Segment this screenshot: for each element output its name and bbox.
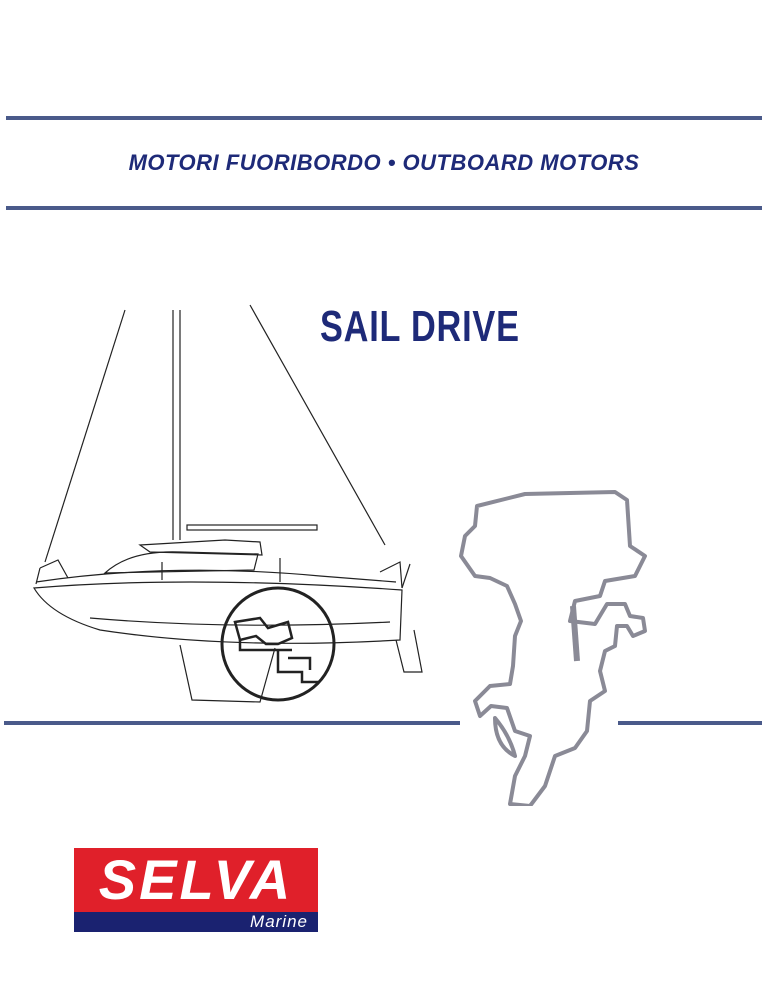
- outboard-motor-illustration: [459, 490, 647, 806]
- selva-marine-logo: SELVA Marine: [74, 848, 318, 932]
- page-title: SAIL DRIVE: [320, 302, 520, 351]
- middle-rule: [6, 206, 762, 210]
- logo-sub-text: Marine: [250, 912, 308, 931]
- logo-blue-panel: [74, 912, 318, 932]
- bottom-rule-right: [618, 721, 762, 725]
- top-rule: [6, 116, 762, 120]
- subtitle: MOTORI FUORIBORDO • OUTBOARD MOTORS: [128, 150, 640, 175]
- logo-red-panel: SELVA: [74, 848, 318, 912]
- sailboat-illustration: [32, 304, 423, 703]
- logo-brand-text: SELVA: [98, 848, 294, 911]
- bottom-rule-left: [4, 721, 460, 725]
